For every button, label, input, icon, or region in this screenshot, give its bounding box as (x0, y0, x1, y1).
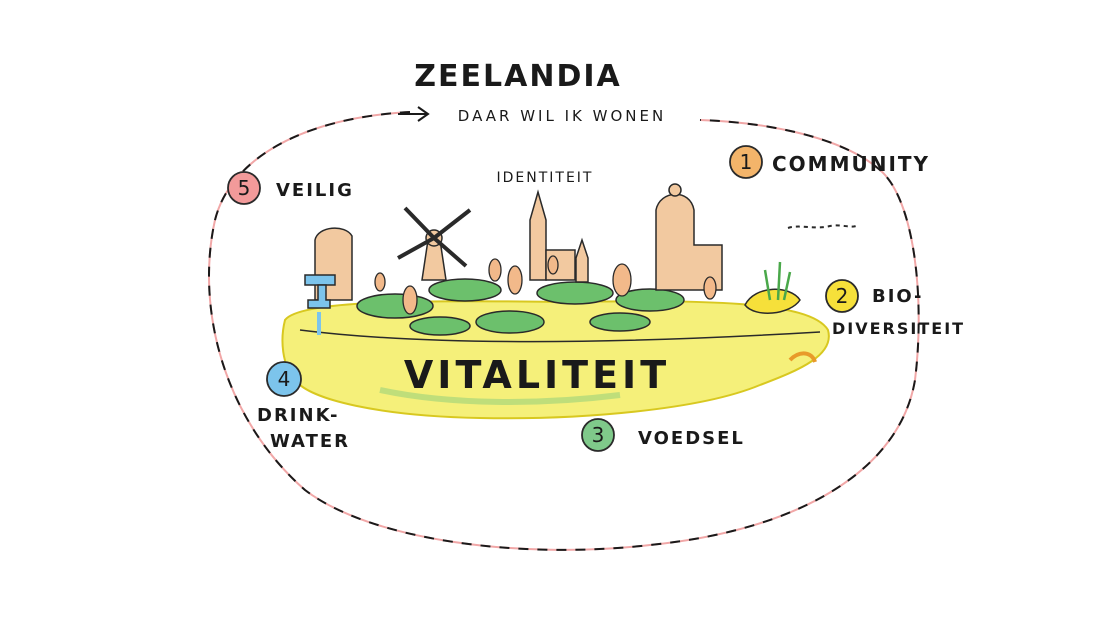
identiteit-label: IDENTITEIT (497, 170, 594, 186)
theme-4-badge (266, 361, 302, 397)
theme-5-label: VEILIG (276, 180, 354, 201)
theme-veilig: 5 VEILIG (227, 171, 354, 205)
theme-3-number: 3 (592, 423, 605, 447)
center-label: VITALITEIT (404, 353, 670, 397)
theme-2-number: 2 (836, 284, 849, 308)
diagram-title: ZEELANDIA (414, 59, 621, 94)
theme-3-label: VOEDSEL (638, 428, 745, 449)
theme-2-badge (825, 279, 859, 313)
theme-community: 1 COMMUNITY (729, 145, 930, 229)
theme-4-number: 4 (278, 367, 291, 391)
diagram-subtitle: DAAR WIL IK WONEN (458, 107, 666, 125)
theme-2-label-line2: DIVERSITEIT (832, 319, 965, 338)
theme-4-label-line1: DRINK- (257, 405, 339, 426)
theme-1-badge (729, 145, 763, 179)
theme-3-badge (581, 418, 615, 452)
theme-4-label-line2: WATER (270, 431, 350, 452)
theme-5-number: 5 (238, 176, 251, 200)
theme-voedsel: 3 VOEDSEL (581, 418, 745, 452)
theme-1-number: 1 (740, 150, 753, 174)
theme-drinkwater: 4 DRINK- WATER (257, 361, 350, 452)
island-illustration (281, 183, 830, 420)
theme-2-label-line1: BIO- (872, 286, 924, 307)
arrow-icon (398, 106, 430, 122)
theme-1-label: COMMUNITY (772, 152, 930, 176)
theme-biodiversiteit: 2 BIO- DIVERSITEIT (825, 279, 965, 338)
theme-5-badge (227, 171, 261, 205)
outer-loop (208, 106, 920, 551)
